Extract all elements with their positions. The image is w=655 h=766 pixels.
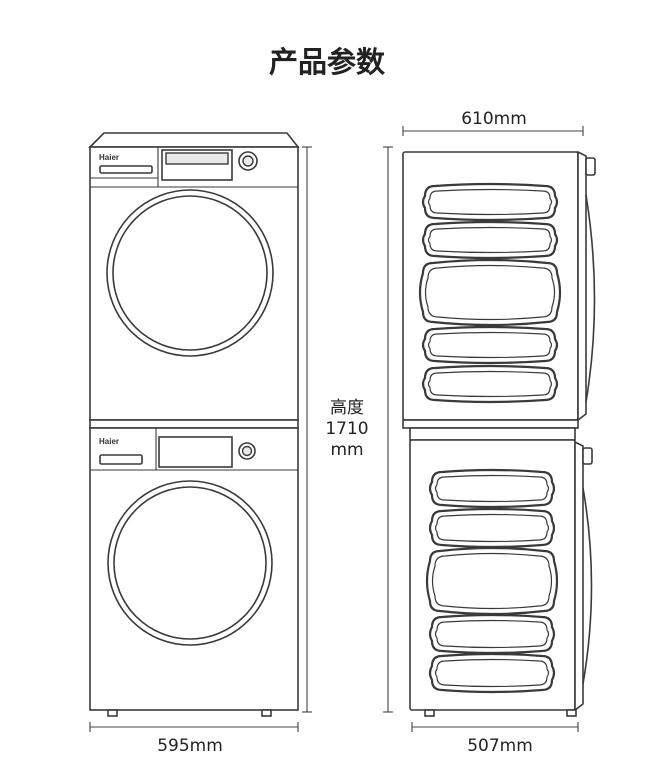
porthole-door-inner [112,195,268,351]
vent-slot [421,364,559,404]
width-label: 595mm [157,736,223,756]
vent-slot [428,652,556,694]
top-surface [88,132,300,148]
vent-slot [428,468,556,509]
foot-right [261,709,272,717]
height-dimension: 高度 1710 mm [302,146,393,713]
side-bottom-door [582,487,593,685]
vent-slot [421,220,559,260]
front-bottom-unit: Haier [89,427,299,717]
vent-slot-inner [427,370,553,398]
display-screen [165,152,229,165]
side-bottom-knob [582,447,593,465]
program-knob-inner [242,155,254,167]
front-view: Haier Haier [88,132,300,756]
vent-slot [428,507,556,549]
foot-right [566,709,577,717]
display-panel [158,436,233,468]
vent-slot-inner [434,619,550,649]
vent-slot-inner [431,552,553,610]
vent-slot-inner [434,513,550,543]
vent-slot-inner [434,474,550,503]
vent-slot-inner [424,264,556,321]
brand-logo-top: Haier [99,153,119,162]
foot-left [107,709,118,717]
side-bottom-front [574,440,584,712]
vent-slot-inner [427,226,553,254]
side-top-unit [402,150,596,422]
vent-slot [428,613,556,655]
vent-slot-inner [427,331,553,359]
page-title: 产品参数 [269,45,386,79]
detergent-drawer [99,165,153,174]
stacking-kit-side [402,419,579,429]
foot-left [424,709,435,717]
porthole-door-outer [106,189,274,357]
stacking-kit-side-lower [409,427,576,441]
vent-slot-inner [427,188,553,216]
side-bottom-unit [409,439,593,717]
detergent-drawer [99,454,143,465]
height-label-unit: mm [330,440,363,460]
brand-logo-bottom: Haier [99,437,119,446]
depth-top-label: 610mm [461,109,527,129]
side-view: 610mm [402,109,596,756]
depth-top-dimension: 610mm [402,109,584,136]
stacking-kit-front [89,419,299,429]
depth-bottom-label: 507mm [467,736,533,756]
program-knob-inner [241,445,253,457]
vent-slot [421,182,559,222]
porthole-door-inner [113,486,267,640]
vent-slot [421,325,559,365]
width-dimension: 595mm [89,722,299,756]
height-label-name: 高度 [330,398,364,418]
side-top-knob [585,157,596,176]
side-top-front [577,150,587,422]
depth-bottom-dimension: 507mm [411,722,579,756]
vent-slot [425,546,559,616]
vent-slot [418,258,562,327]
height-label-value: 1710 [325,419,368,439]
side-top-door [585,194,596,403]
porthole-door-outer [107,480,273,646]
vent-slot-inner [434,658,550,688]
front-top-unit: Haier [88,132,300,421]
